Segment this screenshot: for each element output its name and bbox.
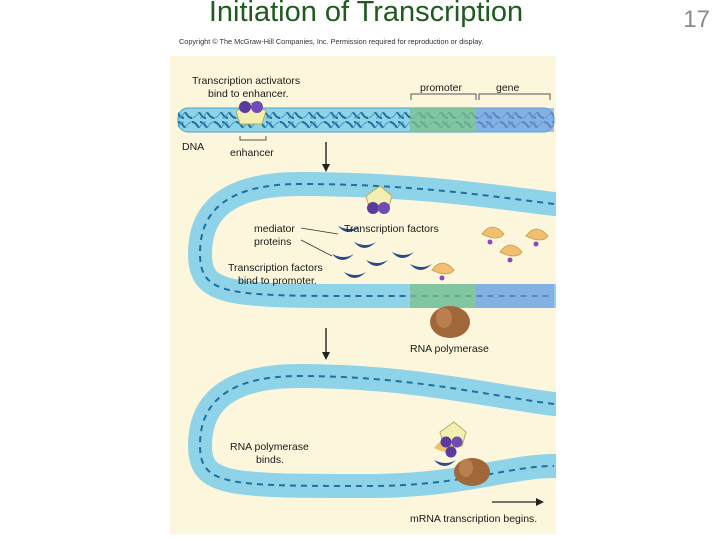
promoter-region [410,108,476,132]
rna-polymerase [430,306,470,338]
label-tf-bind-line2: bind to promoter. [238,275,317,287]
transcription-activator [236,101,266,124]
label-enhancer: enhancer [230,147,274,159]
label-transcription-factors: Transcription factors [344,223,439,235]
label-rna-polymerase: RNA polymerase [410,343,489,355]
label-activators-line1: Transcription activators [192,75,300,87]
label-tf-bind-line1: Transcription factors [228,262,323,274]
label-mediator-line1: mediator [254,223,295,235]
label-rnap-binds-line2: binds. [256,454,284,466]
label-promoter: promoter [420,82,463,94]
label-rnap-binds-line1: RNA polymerase [230,441,309,453]
label-activators-line2: bind to enhancer. [208,88,289,100]
slide-title: Initiation of Transcription [170,0,562,29]
label-mediator-line2: proteins [254,236,291,248]
gene-region [476,108,554,132]
copyright-notice: Copyright © The McGraw-Hill Companies, I… [179,37,483,46]
transcription-diagram: promoter gene Transcription activators b… [170,56,556,534]
dna-strand-top [178,108,554,132]
label-gene: gene [496,82,520,94]
slide-number: 17 [683,6,710,34]
label-mrna-begins: mRNA transcription begins. [410,513,537,525]
label-dna: DNA [182,141,204,153]
